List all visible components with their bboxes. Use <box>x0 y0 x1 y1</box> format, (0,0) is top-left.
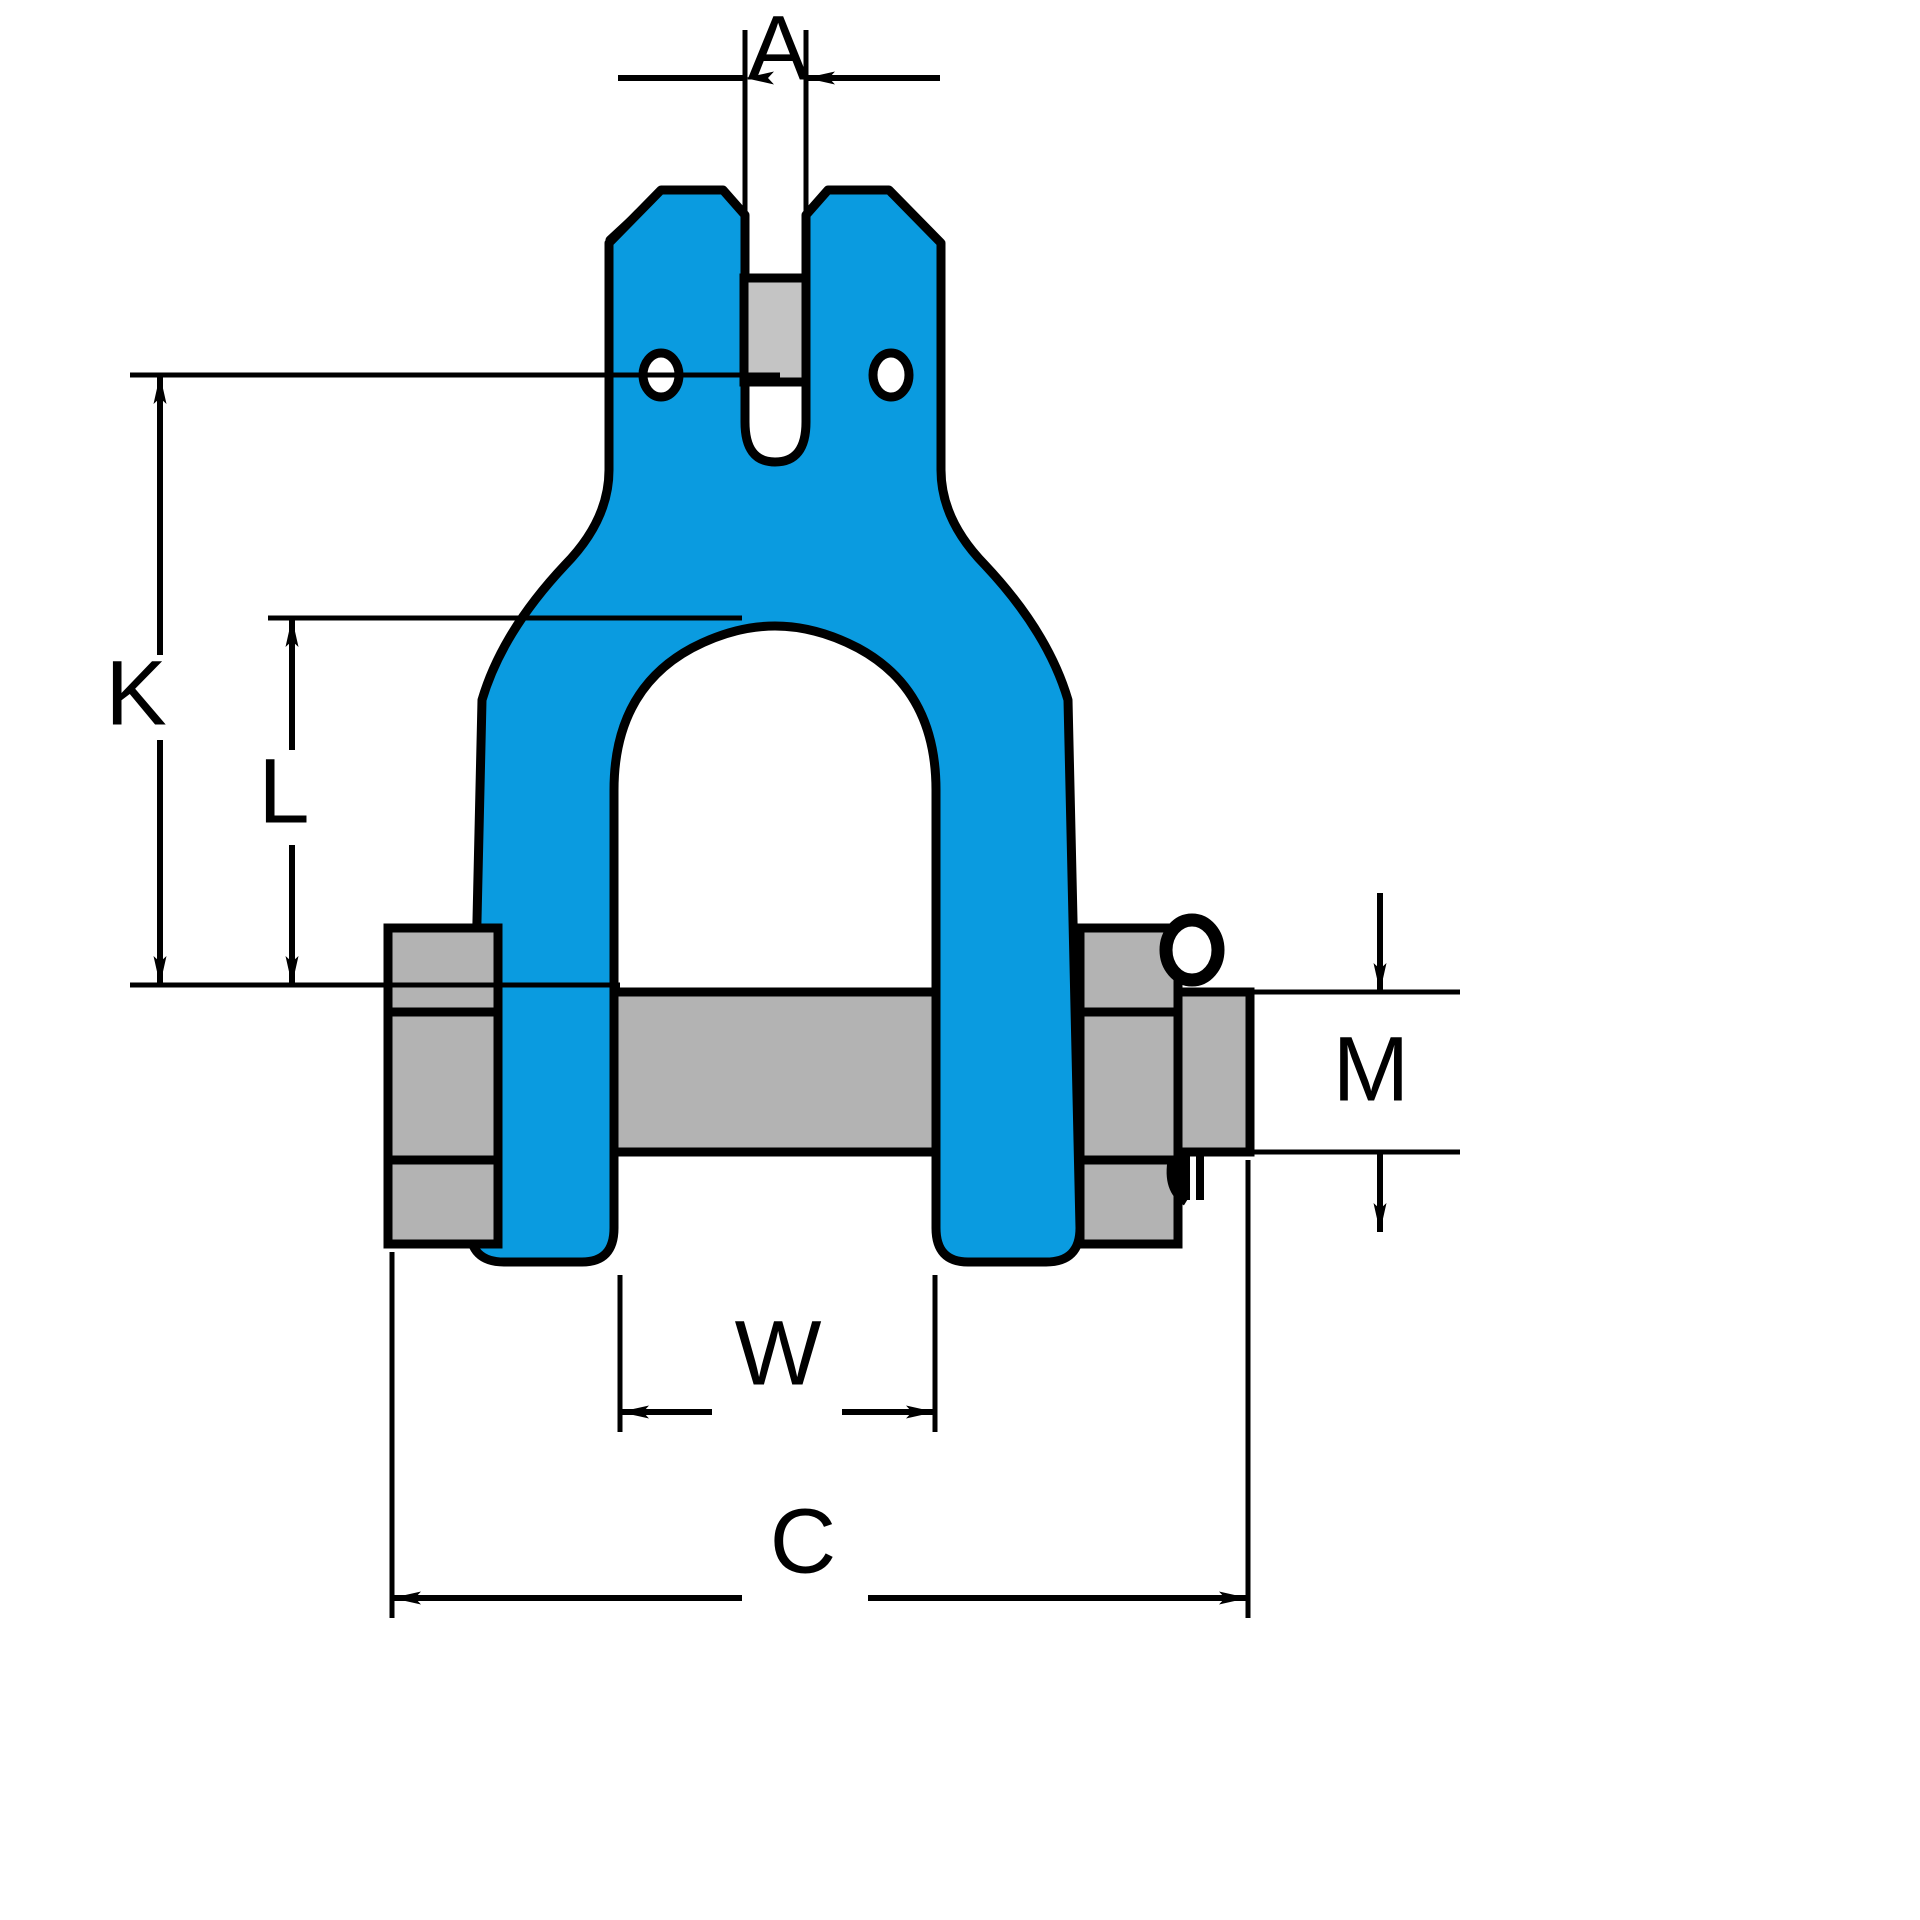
dimension-C-label: C <box>770 1490 836 1592</box>
cotter-pin-leg <box>1182 1152 1204 1200</box>
dimension-A-label: A <box>747 0 809 99</box>
bolt-threaded-end <box>1173 987 1255 1157</box>
dimension-C: C <box>389 1160 1251 1636</box>
dimension-L-label: L <box>258 740 309 842</box>
dimension-W: W <box>617 1275 938 1449</box>
dimension-K: K <box>105 372 780 988</box>
dimension-K-label: K <box>105 642 166 744</box>
shackle-assembly <box>383 185 1255 1267</box>
dimension-W-label-mask <box>712 1375 842 1449</box>
dimension-L: L <box>258 615 742 988</box>
dimension-W-label: W <box>735 1302 822 1404</box>
cotter-pin-ring <box>1159 913 1225 987</box>
clevis-pin <box>739 273 811 387</box>
dimension-A: A <box>618 0 940 278</box>
dimension-M: M <box>1248 893 1460 1232</box>
hex-nut-right <box>1075 923 1183 1249</box>
hex-nut-left <box>383 923 503 1249</box>
cotter-pin-tail <box>1166 1157 1189 1206</box>
dimension-C-label-mask <box>742 1562 868 1636</box>
dimension-M-label: M <box>1333 1018 1410 1120</box>
shackle-bolt-shank <box>609 987 941 1157</box>
clevis-pin-hole-right <box>868 348 914 402</box>
